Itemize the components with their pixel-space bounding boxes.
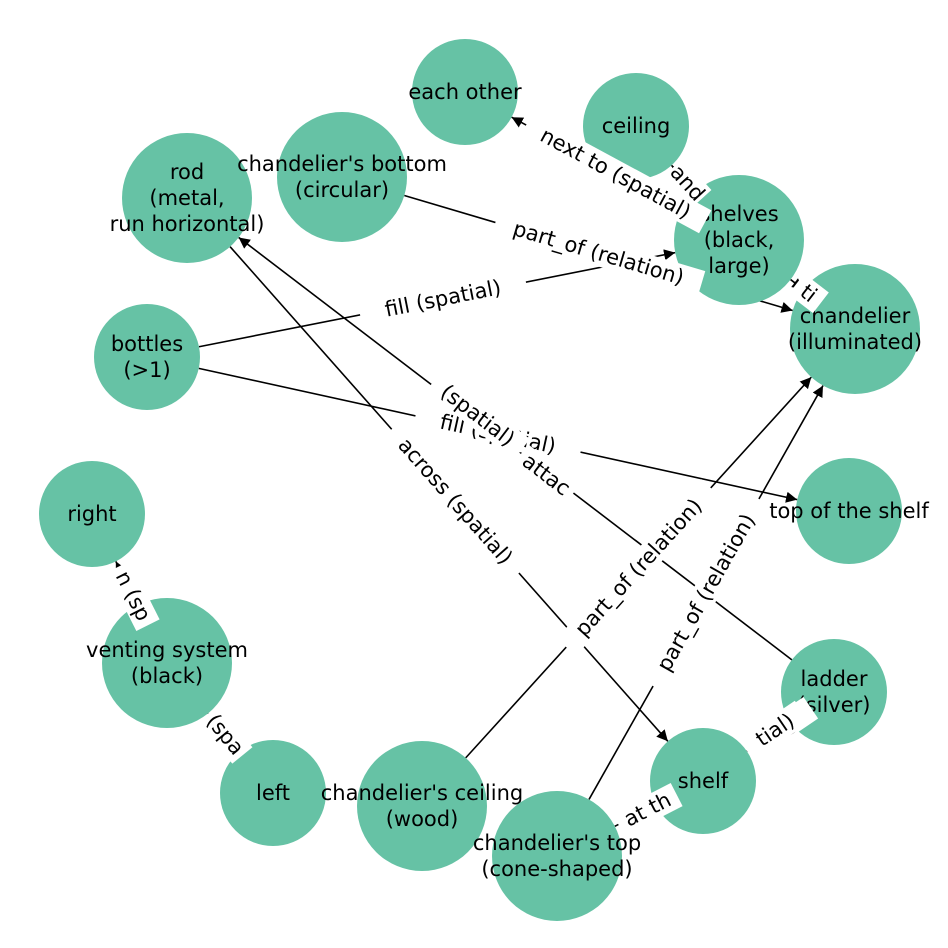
edge-label-text: at th xyxy=(620,788,675,832)
node-label: ceiling xyxy=(602,114,671,138)
node-label: each other xyxy=(408,80,522,104)
node-label: run horizontal) xyxy=(110,212,265,236)
edge-label-text: across (spatial) xyxy=(393,433,517,569)
node-circle xyxy=(39,461,145,567)
node-venting-system: venting system(black) xyxy=(86,598,248,728)
node-ceiling: ceiling xyxy=(583,73,689,179)
node-circle xyxy=(674,175,804,305)
node-left: left xyxy=(220,740,326,846)
node-rod: rod(metal,run horizontal) xyxy=(110,133,265,263)
node-label: (>1) xyxy=(123,358,170,382)
node-label: right xyxy=(67,502,116,526)
node-label: (illuminated) xyxy=(788,330,922,354)
node-label: (wood) xyxy=(386,807,459,831)
node-circle xyxy=(122,133,252,263)
edge-label: part_of (relation) xyxy=(641,492,771,693)
node-circle xyxy=(220,740,326,846)
node-chandeliers-bottom: chandelier's bottom(circular) xyxy=(237,112,447,242)
node-circle xyxy=(277,112,407,242)
node-label: (circular) xyxy=(295,178,389,202)
node-label: shelf xyxy=(678,769,729,793)
node-label: chandelier's bottom xyxy=(237,152,447,176)
node-label: chandelier's top xyxy=(473,831,641,855)
edge-label: ti xyxy=(788,273,829,314)
node-circle xyxy=(492,791,622,921)
edge-label-text: n (sp xyxy=(111,567,156,625)
node-label: bottles xyxy=(111,332,183,356)
node-label: (black, xyxy=(704,228,775,252)
edge-label: and xyxy=(663,158,712,208)
node-shelf: shelf xyxy=(650,728,756,834)
node-circle xyxy=(357,741,487,871)
node-chandeliers-top: chandelier's top(cone-shaped) xyxy=(473,791,641,921)
node-bottles: bottles(>1) xyxy=(94,304,200,410)
edge-label: fill (spatial) xyxy=(357,269,529,328)
node-circle xyxy=(796,458,902,564)
edge-label-text: fill (spatial) xyxy=(383,275,503,321)
node-circle xyxy=(102,598,232,728)
node-label: chandelier xyxy=(800,304,911,328)
node-circle xyxy=(94,304,200,410)
node-label: venting system xyxy=(86,638,248,662)
node-label: (black) xyxy=(131,664,203,688)
node-label: chandelier's ceiling xyxy=(321,781,524,805)
nodes-layer: each other ceiling rod(metal,run horizonta… xyxy=(39,39,929,921)
node-label: large) xyxy=(708,254,769,278)
node-circle xyxy=(412,39,518,145)
edge-label: at th xyxy=(612,782,683,837)
node-label: top of the shelf xyxy=(769,499,929,523)
node-each-other: each other xyxy=(408,39,522,145)
node-label: shelves xyxy=(699,202,778,226)
node-right: right xyxy=(39,461,145,567)
node-circle xyxy=(583,73,689,179)
node-label: (cone-shaped) xyxy=(481,857,632,881)
node-chandeliers-ceiling: chandelier's ceiling(wood) xyxy=(321,741,524,871)
node-label: ladder xyxy=(801,667,868,691)
node-label: (metal, xyxy=(149,186,224,210)
node-label: left xyxy=(256,781,290,805)
node-label: rod xyxy=(170,160,204,184)
node-shelves: shelves(black,large) xyxy=(674,175,804,305)
edge-label: n (sp xyxy=(106,560,160,632)
node-top-of-the-shelf: top of the shelf xyxy=(769,458,929,564)
